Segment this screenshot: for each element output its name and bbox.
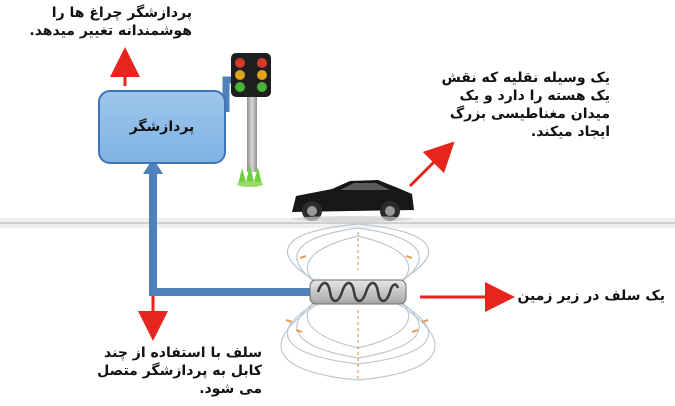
traffic-light-control-label: پردازشگر چراغ ها را هوشمندانه تغییر میده… [29,5,192,39]
vehicle-label: یک وسیله نقلیه که نقش یک هسته را دارد و … [441,70,611,140]
ground [0,218,675,228]
yellow-light-icon [235,70,245,80]
annotation-arrows [110,47,515,341]
car-icon [292,180,414,222]
coil-icon [309,279,407,305]
magnetic-field [280,223,436,381]
green-light-icon [235,82,245,92]
cable-label: سلف با استفاده از چند کابل به پردازشگر م… [97,345,262,397]
processor-box: پردازشگر [98,90,226,164]
traffic-light-pole [247,94,257,172]
traffic-light [231,53,271,187]
coil-label: یک سلف در زیر زمین [517,288,665,304]
red-light-icon [235,58,245,68]
grass-icon [238,165,262,185]
arrow-car-annotation [408,141,455,188]
cable-pipe [143,158,318,296]
